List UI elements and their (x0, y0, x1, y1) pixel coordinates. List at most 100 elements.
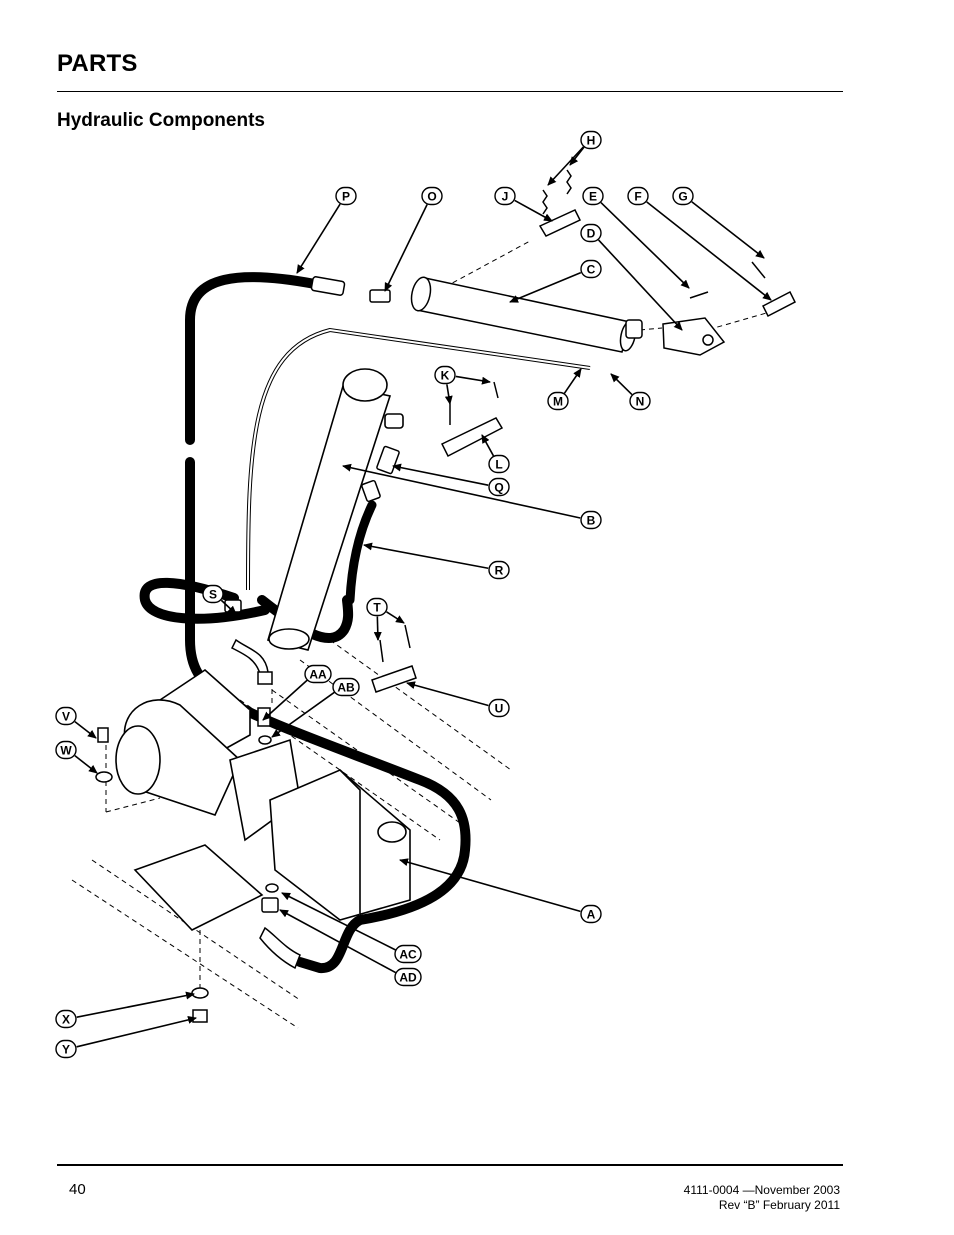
callout-bubble-r (488, 560, 510, 580)
callout-bubble-b (580, 510, 602, 530)
callout-leader-m (563, 368, 582, 394)
callout-label-w: W (60, 743, 72, 757)
callout-label-h: H (587, 133, 596, 147)
callout-bubble-ad (394, 967, 422, 987)
callout-label-b: B (587, 513, 596, 527)
callout-leader-d (597, 239, 683, 331)
callout-leader-t (373, 616, 382, 641)
callout-leader-v (74, 720, 97, 739)
section-title: Hydraulic Components (57, 110, 265, 131)
hose-p (185, 272, 320, 445)
callout-leader-k (444, 384, 453, 405)
callout-leader-w (74, 755, 98, 774)
callout-bubble-ab (332, 677, 360, 697)
callout-bubble-q (488, 477, 510, 497)
callout-bubble-v (55, 706, 77, 726)
callout-leader-h (547, 146, 584, 186)
hose-r (345, 500, 377, 605)
callout-label-ab: AB (337, 680, 355, 694)
footer-rule (57, 1164, 843, 1166)
callout-label-r: R (495, 563, 504, 577)
revision-date: Rev “B” February 2011 (718, 1198, 840, 1212)
callout-leader-r (363, 542, 489, 570)
callout-label-y: Y (62, 1042, 70, 1056)
callout-label-n: N (636, 394, 645, 408)
callout-bubble-w (55, 740, 77, 760)
callout-bubble-ac (394, 944, 422, 964)
callout-label-ac: AC (399, 947, 417, 961)
callout-bubble-s (202, 584, 224, 604)
callout-leader-x (76, 991, 195, 1018)
callout-bubble-k (434, 365, 456, 385)
callout-label-k: K (441, 368, 450, 382)
callout-leader-a (399, 858, 581, 913)
callout-bubble-c (580, 259, 602, 279)
document-number: 4111-0004 —November 2003 (683, 1183, 840, 1197)
pins (371, 209, 797, 693)
callout-bubble-j (494, 186, 516, 206)
hose-fittings (224, 276, 400, 970)
callout-label-x: X (62, 1012, 70, 1026)
callout-label-u: U (495, 701, 504, 715)
callout-leader-q (392, 463, 489, 486)
callout-bubble-g (672, 186, 694, 206)
callout-label-l: L (495, 457, 502, 471)
callout-bubble-f (627, 186, 649, 206)
power-unit (115, 668, 411, 931)
callout-bubble-x (55, 1009, 77, 1029)
callout-label-v: V (62, 709, 70, 723)
callout-bubble-d (580, 223, 602, 243)
callout-label-s: S (209, 587, 217, 601)
document-info: 4111-0004 —November 2003 Rev “B” Februar… (684, 1183, 840, 1213)
callout-bubble-o (421, 186, 443, 206)
callout-labels: H P O J E F G D C K M N LQ B R S T AA AB U V W A AC AD X Y (55, 130, 772, 1059)
callout-label-d: D (587, 226, 596, 240)
callout-leader-c (509, 271, 582, 303)
callout-label-aa: AA (309, 667, 327, 681)
callout-bubble-aa (304, 664, 332, 684)
callout-label-a: A (587, 907, 596, 921)
callout-leader-o (384, 204, 428, 292)
callout-leader-ab (271, 691, 335, 738)
callout-bubble-m (547, 391, 569, 411)
callout-leader-ad (279, 909, 396, 974)
header-rule (57, 91, 843, 92)
callout-bubble-t (366, 597, 388, 617)
callout-label-e: E (589, 189, 597, 203)
callout-bubble-y (55, 1039, 77, 1059)
callout-label-q: Q (494, 480, 503, 494)
callout-leader-e (600, 201, 690, 289)
cylinder-c (410, 276, 726, 356)
callout-bubble-p (335, 186, 357, 206)
page-title: PARTS (57, 50, 138, 77)
callout-leader-g (691, 201, 765, 259)
callout-bubble-a (580, 904, 602, 924)
callout-label-t: T (373, 600, 381, 614)
callout-label-ad: AD (399, 970, 417, 984)
callout-leader-j (514, 199, 553, 222)
callout-leader-u (406, 681, 489, 707)
callout-leader-ac (281, 892, 396, 951)
callout-label-p: P (342, 189, 350, 203)
callout-leader-aa (262, 679, 308, 721)
callout-bubble-u (488, 698, 510, 718)
callout-label-m: M (553, 394, 563, 408)
callout-label-c: C (587, 262, 596, 276)
callout-leader-y (76, 1015, 197, 1048)
callout-label-j: J (502, 189, 509, 203)
callout-label-f: F (634, 189, 641, 203)
callout-label-g: G (678, 189, 687, 203)
callout-leader-l (481, 434, 495, 457)
callout-label-o: O (427, 189, 436, 203)
cylinder-b (266, 368, 404, 651)
callout-bubble-n (629, 391, 651, 411)
callout-leader-b (342, 463, 581, 519)
callout-leader-t (386, 611, 405, 624)
callout-leader-k (455, 375, 491, 385)
cotter-pins (379, 169, 572, 663)
page-number: 40 (69, 1181, 86, 1198)
callout-leader-f (646, 201, 772, 301)
callout-leader-s (220, 599, 237, 615)
callout-bubble-e (582, 186, 604, 206)
